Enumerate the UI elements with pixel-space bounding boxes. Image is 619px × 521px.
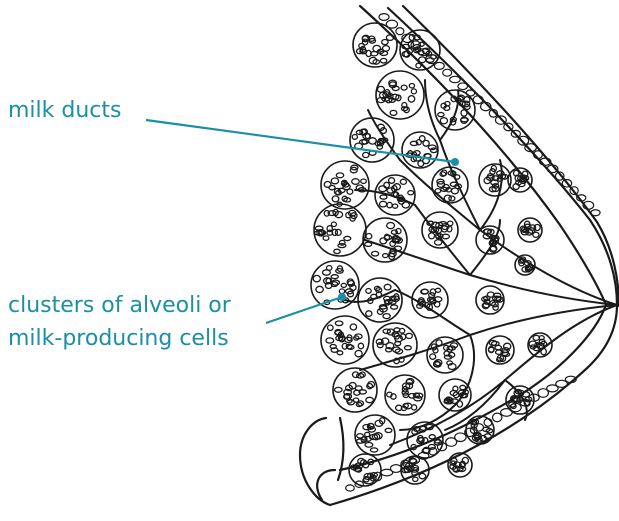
alveoli-leader [266, 297, 342, 323]
milk-ducts-label: milk ducts [8, 96, 121, 126]
milk-ducts-pointer-dot [451, 158, 459, 166]
alveoli-pointer-dot [338, 293, 346, 301]
milk-ducts-leader [146, 120, 455, 162]
alveoli-label-line-1: clusters of alveoli or [8, 291, 231, 321]
alveoli-label-line-2: milk-producing cells [8, 324, 229, 354]
